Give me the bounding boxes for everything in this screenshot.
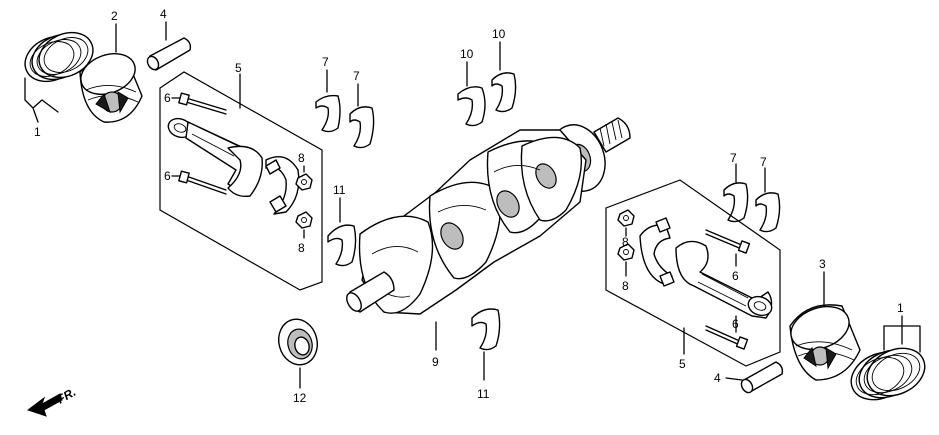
callout-10-a: 10 [460,47,474,61]
callout-11-left: 11 [333,183,346,197]
callout-7-b: 7 [353,69,360,83]
callout-1-left: 1 [34,125,41,139]
callout-1-right: 1 [897,301,904,315]
piston-right [789,304,861,381]
conrod-box-right [605,179,781,367]
callout-9: 9 [432,355,439,369]
callout-11-bottom: 11 [477,387,490,401]
bearing-7-b [349,106,375,149]
conrod-left [167,117,263,198]
front-direction-label: FR. [55,385,79,407]
bearing-7-d [755,192,781,233]
conrod-nuts-left [295,173,313,229]
callout-6-b: 6 [164,169,171,183]
callout-4-bottom: 4 [714,371,721,385]
bearing-11-bottom [471,308,501,351]
conrod-cap-left [265,156,300,215]
bearing-10-b [491,72,517,113]
callout-7-a: 7 [322,55,329,69]
bearing-11-left [327,224,357,267]
crankshaft [346,117,631,315]
front-direction-arrow [26,393,63,417]
callout-4-top: 4 [160,7,167,21]
callout-7-d: 7 [760,155,767,169]
callout-8-b: 8 [298,241,305,255]
piston-rings-left [24,31,94,83]
conrod-cap-right [639,217,675,287]
callout-6-a: 6 [164,91,171,105]
callout-5-left: 5 [235,61,242,75]
conrod-bolts-right [705,229,751,350]
callout-8-c: 8 [622,235,629,249]
piston-pin-right [740,361,784,394]
conrod-right [675,240,773,319]
conrod-nuts-right [617,209,635,261]
callout-3: 3 [819,257,826,271]
conrod-box-left [159,71,323,291]
callout-5-right: 5 [679,357,686,371]
bearing-7-c [723,182,749,223]
callout-8-a: 8 [298,151,305,165]
piston-pin-left [146,37,192,71]
callout-6-c: 6 [732,269,739,283]
callout-2: 2 [111,9,118,23]
piston-rings-right [850,347,926,401]
callout-7-c: 7 [730,151,737,165]
bearing-7-a [315,94,341,133]
oil-seal [278,318,318,366]
piston-left [79,53,143,123]
callout-12: 12 [293,391,307,405]
callout-8-d: 8 [622,279,629,293]
callout-10-b: 10 [492,27,506,41]
bearing-10-a [457,86,486,127]
